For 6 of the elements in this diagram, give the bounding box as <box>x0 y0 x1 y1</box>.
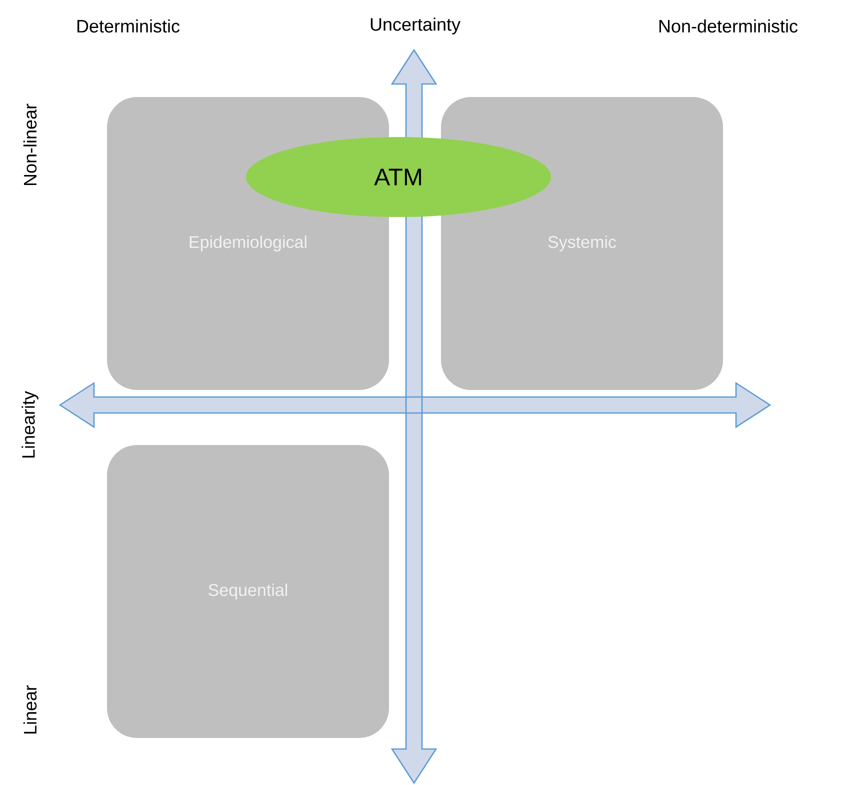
axis-label: Deterministic <box>77 19 180 33</box>
axis-label: Non-deterministic <box>659 19 798 33</box>
axis-label: Linearity <box>22 391 38 458</box>
axis-label: Linear <box>23 685 37 734</box>
axis-label: Uncertainty <box>370 18 460 34</box>
axis-label: Non-linear <box>23 104 37 186</box>
